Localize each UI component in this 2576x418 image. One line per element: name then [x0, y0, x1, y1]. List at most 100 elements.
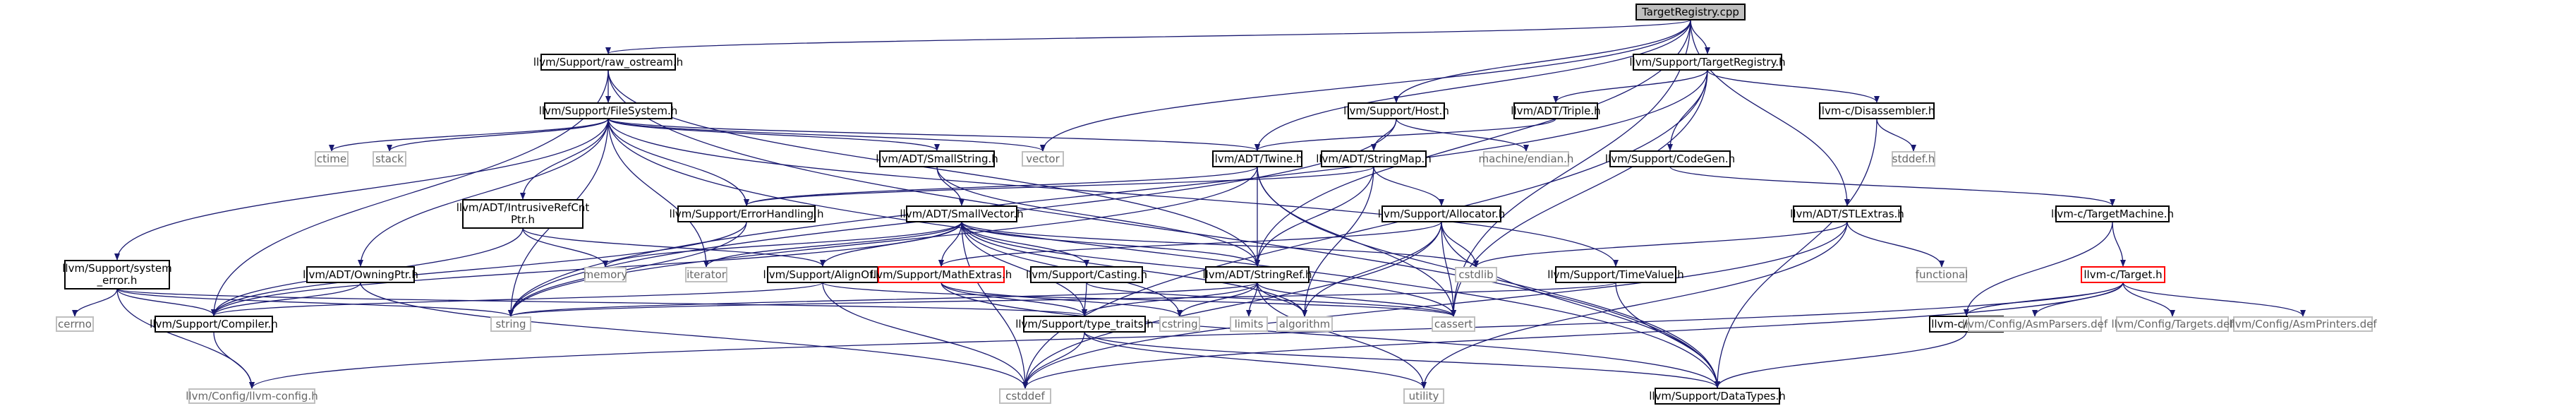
node-label: limits [1235, 318, 1264, 330]
node-box [999, 388, 1051, 404]
graph-node-llvm-support-host-h[interactable]: llvm/Support/Host.h [1343, 102, 1449, 119]
node-label: functional [1916, 268, 1969, 281]
node-label: llvm/ADT/IntrusiveRefCnt [456, 201, 590, 214]
node-label: llvm/Support/CodeGen.h [1605, 153, 1735, 165]
node-label: cstdlib [1458, 268, 1493, 281]
node-label: llvm/ADT/StringRef.h [1202, 268, 1312, 281]
edge-n20-n47 [1022, 221, 1848, 389]
graph-node-llvm-support-targetregistry-h[interactable]: llvm/Support/TargetRegistry.h [1629, 54, 1786, 71]
graph-node-llvm-c-target-h[interactable]: llvm-c/Target.h [2081, 266, 2165, 283]
node-label: llvm/Support/FileSystem.h [539, 104, 678, 117]
node-label: llvm/ADT/Triple.h [1511, 104, 1600, 117]
graph-node-llvm-adt-smallvector-h[interactable]: llvm/ADT/SmallVector.h [900, 205, 1024, 222]
edge-n21-n42 [1964, 221, 2113, 316]
edge-n32-n46 [249, 282, 2124, 389]
edge-n20-n30 [1473, 221, 1848, 268]
edge-n2-n6 [1707, 69, 1880, 103]
graph-node-llvm-c-disassembler-h[interactable]: llvm-c/Disassembler.h [1819, 102, 1935, 119]
node-label: machine/endian.h [1479, 153, 1574, 165]
edge-n20-n48 [1421, 221, 1848, 389]
edge-n29-n40 [1257, 282, 1307, 317]
node-label: llvm/Support/MathExtras.h [871, 268, 1012, 281]
edge-n6-n49 [1715, 118, 1877, 388]
node-label: llvm/Config/Targets.def [2111, 318, 2234, 330]
graph-node-cerrno: cerrno [56, 316, 94, 332]
node-box [306, 266, 415, 283]
node-box [1793, 205, 1901, 222]
edge-n29-n37 [1082, 282, 1258, 316]
graph-node-llvm-support-timevalue-h[interactable]: llvm/Support/TimeValue.h [1547, 266, 1684, 283]
graph-node-llvm-support-system[interactable]: llvm/Support/system_error.h [62, 260, 172, 289]
edge-n17-n35 [211, 221, 747, 316]
node-box [879, 150, 995, 167]
graph-node-llvm-adt-twine-h[interactable]: llvm/ADT/Twine.h [1211, 150, 1303, 167]
graph-node-machine-endian-h: machine/endian.h [1479, 151, 1574, 167]
edge-n19-n27 [938, 221, 1442, 267]
graph-node-algorithm: algorithm [1276, 316, 1333, 332]
edge-n3-n10 [607, 118, 940, 151]
node-label: llvm/Support/TimeValue.h [1547, 268, 1683, 281]
edge-n0-n1 [605, 19, 1691, 54]
graph-node-llvm-support-codegen-h[interactable]: llvm/Support/CodeGen.h [1605, 150, 1735, 167]
edge-n3-n7 [329, 118, 609, 152]
edge-n33-n49 [1615, 282, 1720, 388]
edge-n3-n8 [387, 118, 609, 152]
edge-n27-n37 [941, 282, 1087, 316]
graph-node-llvm-adt-smallstring-h[interactable]: llvm/ADT/SmallString.h [876, 150, 998, 167]
node-box [1159, 316, 1200, 332]
node-layer: TargetRegistry.cpp llvm/Support/raw_ostre… [56, 4, 2377, 405]
node-label: memory [583, 268, 628, 281]
node-box [685, 267, 727, 282]
graph-node-llvm-support-allocator-h[interactable]: llvm/Support/Allocator.h [1378, 205, 1506, 222]
node-box [584, 267, 627, 282]
graph-node-iterator: iterator [685, 267, 727, 282]
graph-node-llvm-c-targetmachine-h[interactable]: llvm-c/TargetMachine.h [2051, 205, 2174, 222]
graph-node-llvm-support-compiler-h[interactable]: llvm/Support/Compiler.h [150, 316, 278, 333]
graph-node-llvm-adt-stlextras-h[interactable]: llvm/ADT/STLExtras.h [1790, 205, 1904, 222]
node-label: cassert [1434, 318, 1473, 330]
graph-node-llvm-support-errorhandling-h[interactable]: llvm/Support/ErrorHandling.h [670, 205, 824, 222]
node-box [2055, 205, 2170, 222]
graph-node-llvm-adt-owningptr-h[interactable]: llvm/ADT/OwningPtr.h [303, 266, 418, 283]
node-box [1381, 205, 1501, 222]
graph-node-utility: utility [1403, 388, 1444, 404]
graph-node-llvm-adt-stringref-h[interactable]: llvm/ADT/StringRef.h [1202, 266, 1312, 283]
node-box [1916, 267, 1967, 282]
graph-node-targetregistry-cpp[interactable]: TargetRegistry.cpp [1635, 4, 1746, 20]
graph-node-llvm-support-alignof-h[interactable]: llvm/Support/AlignOf.h [763, 266, 883, 283]
edge-n18-n29 [961, 221, 1260, 267]
edge-n4-n13 [1396, 118, 1529, 152]
edge-n32-n47 [1022, 282, 2124, 389]
node-box [1276, 316, 1333, 332]
edge-n4-n12 [1371, 118, 1397, 151]
edge-n3-n49 [607, 118, 1720, 388]
edge-n3-n25 [607, 118, 709, 268]
edge-n29-n41 [1257, 282, 1456, 317]
graph-node-llvm-support-datatypes-h[interactable]: llvm/Support/DataTypes.h [1649, 388, 1786, 405]
graph-node-limits: limits [1230, 316, 1268, 332]
graph-node-llvm-support-raw-ostream-h[interactable]: llvm/Support/raw_ostream.h [533, 54, 683, 71]
graph-node-cstddef: cstddef [999, 388, 1051, 404]
edge-n26-n47 [822, 282, 1028, 389]
graph-node-llvm-adt-triple-h[interactable]: llvm/ADT/Triple.h [1511, 102, 1601, 119]
graph-node-llvm-support-mathextras-h[interactable]: llvm/Support/MathExtras.h [871, 266, 1012, 283]
node-label: stack [375, 153, 404, 165]
graph-node-llvm-support-filesystem-h[interactable]: llvm/Support/FileSystem.h [539, 102, 678, 119]
graph-node-llvm-adt-stringmap-h[interactable]: llvm/ADT/StringMap.h [1316, 150, 1432, 167]
graph-node-cstring: cstring [1159, 316, 1200, 332]
graph-node-llvm-support-casting-h[interactable]: llvm/Support/Casting.h [1026, 266, 1147, 283]
graph-node-llvm-config-asmparsers-def: llvm/Config/AsmParsers.def [1962, 316, 2108, 332]
node-label: llvm/Config/AsmParsers.def [1962, 318, 2108, 330]
graph-node-llvm-support-type-traits-h[interactable]: llvm/Support/type_traits.h [1015, 316, 1154, 333]
edge-n6-n15 [1876, 118, 1916, 152]
edge-n22-n37 [116, 288, 1087, 316]
graph-node-stddef-h: stddef.h [1892, 151, 1935, 167]
node-label: llvm/Support/raw_ostream.h [533, 56, 683, 69]
node-label: llvm/ADT/OwningPtr.h [303, 268, 418, 281]
node-label: llvm/Support/ErrorHandling.h [670, 208, 824, 220]
edge-n37-n47 [1022, 331, 1085, 389]
node-label: cstddef [1005, 390, 1045, 402]
node-box [1609, 150, 1731, 167]
